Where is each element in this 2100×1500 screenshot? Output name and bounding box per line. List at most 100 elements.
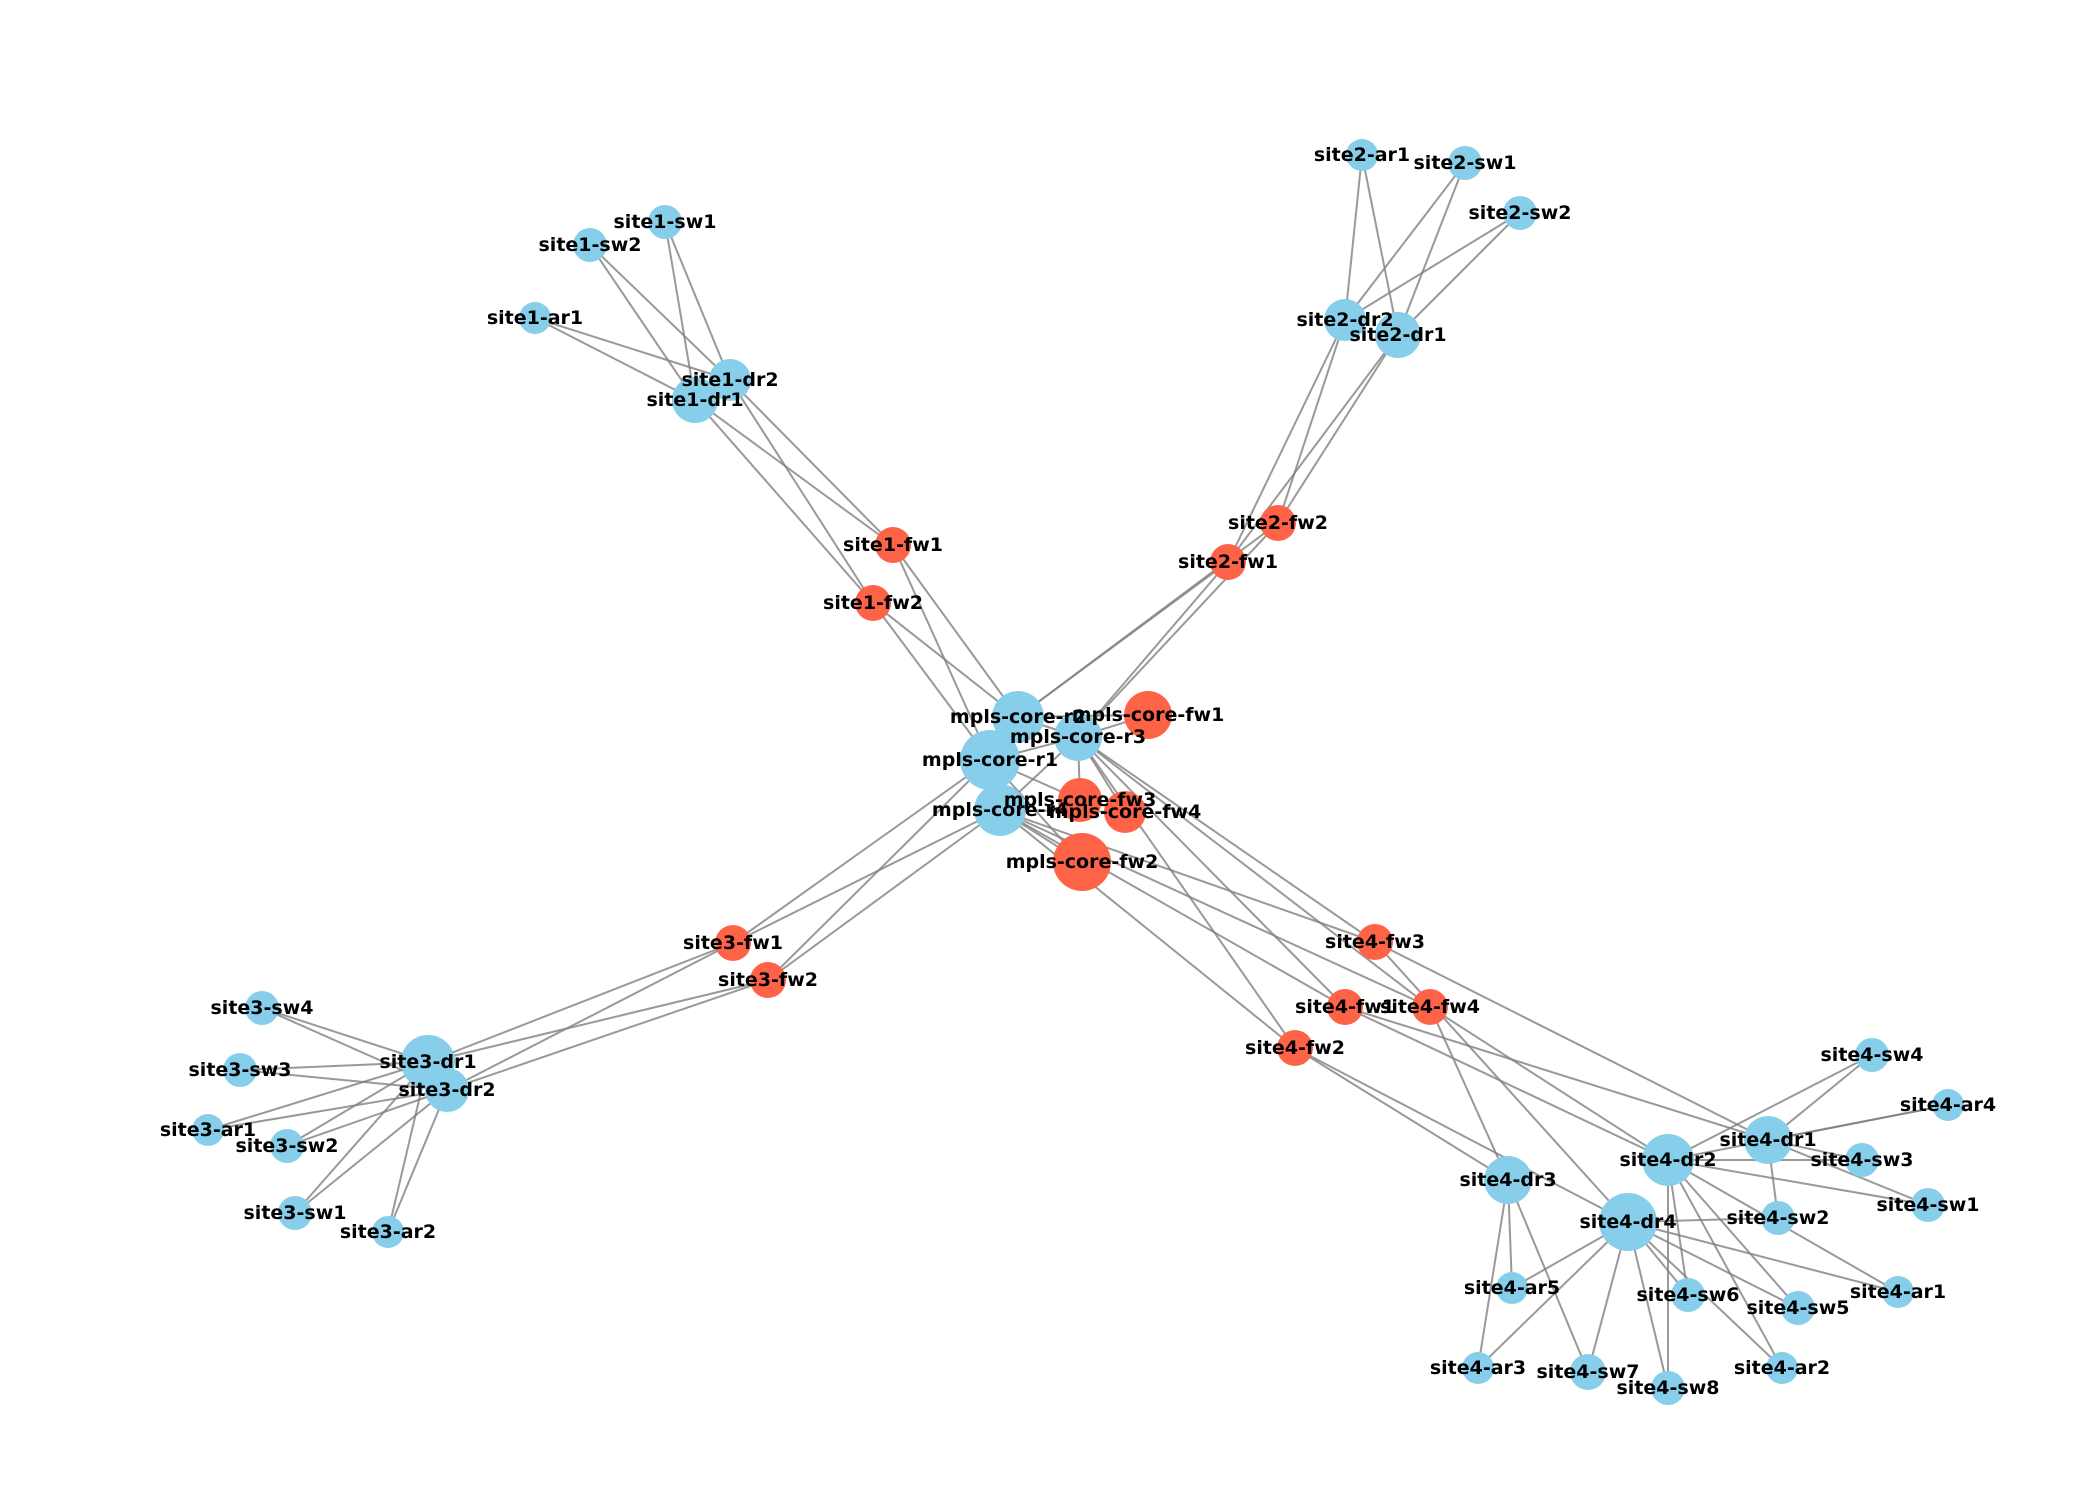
edge-site2-fw1--mpls-core-r3 xyxy=(1077,561,1229,738)
edge-site4-ar2--site4-dr2 xyxy=(1667,1159,1783,1369)
edge-site2-sw2--site2-dr1 xyxy=(1397,212,1521,336)
node-site2-sw1 xyxy=(1448,146,1482,180)
node-site1-dr1 xyxy=(672,377,718,423)
edge-site1-fw2--mpls-core-r2 xyxy=(872,602,1019,718)
edge-site4-fw3--mpls-core-r4 xyxy=(999,809,1376,943)
node-site1-ar1 xyxy=(519,302,551,334)
edge-site4-fw2--mpls-core-r3 xyxy=(1077,736,1296,1049)
node-site4-fw4 xyxy=(1412,989,1448,1025)
node-site3-sw2 xyxy=(270,1129,304,1163)
edge-site3-dr2--site3-fw1 xyxy=(446,942,734,1091)
edge-site2-sw1--site2-dr2 xyxy=(1344,162,1466,321)
edges-layer xyxy=(207,154,1949,1389)
edge-site4-dr4--site4-fw2 xyxy=(1294,1047,1629,1223)
node-site3-sw3 xyxy=(223,1053,257,1087)
node-site1-fw1 xyxy=(875,527,911,563)
edge-site4-dr2--site4-fw4 xyxy=(1429,1006,1669,1161)
nodes-layer xyxy=(192,139,1964,1405)
edge-site4-sw1--site4-dr2 xyxy=(1667,1159,1929,1206)
node-site2-ar1 xyxy=(1346,139,1378,171)
node-site4-sw7 xyxy=(1570,1354,1606,1390)
edge-site3-fw1--mpls-core-r4 xyxy=(732,809,1001,944)
edge-site1-sw2--site1-dr1 xyxy=(589,244,696,401)
edge-site1-ar1--site1-dr2 xyxy=(534,317,731,381)
edge-site3-fw2--mpls-core-r1 xyxy=(767,759,991,981)
node-site4-dr2 xyxy=(1642,1134,1694,1186)
edge-site2-fw2--mpls-core-r3 xyxy=(1077,522,1279,738)
edge-site3-ar1--site3-dr1 xyxy=(207,1061,429,1131)
edge-site3-fw1--mpls-core-r1 xyxy=(732,759,991,944)
node-site1-sw2 xyxy=(573,228,607,262)
edge-site1-dr1--site1-fw2 xyxy=(694,399,874,604)
node-site4-sw5 xyxy=(1781,1291,1815,1325)
edge-site2-dr2--site2-fw2 xyxy=(1277,319,1346,524)
edge-site4-dr1--site4-fw3 xyxy=(1374,941,1769,1141)
edge-site2-dr1--site2-fw1 xyxy=(1227,334,1399,563)
edge-site2-sw2--site2-dr2 xyxy=(1344,212,1521,321)
node-site4-sw2 xyxy=(1761,1201,1795,1235)
edge-site1-dr2--site1-fw1 xyxy=(729,379,894,546)
node-site2-dr1 xyxy=(1375,312,1421,358)
node-site1-dr2 xyxy=(709,359,751,401)
edge-site3-ar1--site3-dr2 xyxy=(207,1089,448,1131)
edge-site3-dr1--site3-fw2 xyxy=(427,979,769,1063)
edge-site3-sw2--site3-dr1 xyxy=(286,1061,429,1147)
node-site4-ar3 xyxy=(1462,1352,1494,1384)
node-mpls-core-r1 xyxy=(960,730,1020,790)
edge-site3-sw4--site3-dr1 xyxy=(261,1007,429,1063)
edge-site4-fw4--mpls-core-r3 xyxy=(1077,736,1431,1008)
edge-site3-ar2--site3-dr1 xyxy=(387,1061,429,1233)
node-site2-sw2 xyxy=(1503,196,1537,230)
edge-site2-sw1--site2-dr1 xyxy=(1397,162,1466,336)
node-site3-ar2 xyxy=(372,1216,404,1248)
edge-site1-fw1--mpls-core-r1 xyxy=(892,544,991,761)
node-site1-sw1 xyxy=(648,205,682,239)
node-site2-fw1 xyxy=(1210,544,1246,580)
edge-site3-ar2--site3-dr2 xyxy=(387,1089,448,1233)
edge-site3-fw2--mpls-core-r4 xyxy=(767,809,1001,981)
edge-site1-fw2--mpls-core-r1 xyxy=(872,602,991,761)
node-site4-sw6 xyxy=(1671,1278,1705,1312)
edge-site1-fw1--mpls-core-r2 xyxy=(892,544,1019,718)
edge-site1-dr1--site1-fw1 xyxy=(694,399,894,546)
edge-site4-ar3--site4-dr4 xyxy=(1477,1221,1629,1369)
node-site4-dr1 xyxy=(1744,1116,1792,1164)
edge-site4-sw7--site4-dr3 xyxy=(1507,1179,1589,1373)
node-mpls-core-r2 xyxy=(992,691,1044,743)
node-site4-sw4 xyxy=(1855,1038,1889,1072)
node-site4-ar1 xyxy=(1882,1276,1914,1308)
edge-site1-dr2--site1-fw2 xyxy=(729,379,874,604)
node-site4-ar4 xyxy=(1932,1089,1964,1121)
node-site4-fw3 xyxy=(1357,924,1393,960)
node-site2-fw2 xyxy=(1260,505,1296,541)
node-site4-ar5 xyxy=(1496,1272,1528,1304)
node-mpls-core-fw2 xyxy=(1053,833,1111,891)
edge-site4-ar3--site4-dr3 xyxy=(1477,1179,1509,1369)
edge-site2-ar1--site2-dr1 xyxy=(1361,154,1399,336)
edge-site3-sw3--site3-dr2 xyxy=(239,1069,448,1091)
node-site4-fw1 xyxy=(1327,989,1363,1025)
edge-site4-sw1--site4-dr1 xyxy=(1767,1139,1929,1206)
edge-site1-sw2--site1-dr2 xyxy=(589,244,731,381)
node-mpls-core-fw3 xyxy=(1058,778,1102,822)
node-site3-dr2 xyxy=(425,1068,469,1112)
edge-site4-fw1--mpls-core-r4 xyxy=(999,809,1346,1008)
edge-site4-ar1--site4-dr4 xyxy=(1627,1221,1899,1293)
edge-site4-fw3--mpls-core-r3 xyxy=(1077,736,1376,943)
node-site4-ar2 xyxy=(1766,1352,1798,1384)
node-site3-ar1 xyxy=(192,1114,224,1146)
edge-site4-sw5--site4-dr2 xyxy=(1667,1159,1799,1309)
node-site3-sw1 xyxy=(278,1196,312,1230)
node-site4-fw2 xyxy=(1277,1030,1313,1066)
labels-layer: site1-sw1site1-sw2site1-ar1site1-dr2site… xyxy=(160,144,1996,1399)
edge-site1-sw1--site1-dr2 xyxy=(664,221,731,381)
node-mpls-core-r4 xyxy=(974,784,1026,836)
node-site4-sw8 xyxy=(1651,1371,1685,1405)
node-mpls-core-fw4 xyxy=(1104,791,1146,833)
node-site4-sw1 xyxy=(1911,1188,1945,1222)
edge-site3-sw3--site3-dr1 xyxy=(239,1061,429,1071)
node-site3-fw2 xyxy=(750,962,786,998)
node-site4-dr3 xyxy=(1484,1156,1532,1204)
edge-site2-dr1--site2-fw2 xyxy=(1277,334,1399,524)
